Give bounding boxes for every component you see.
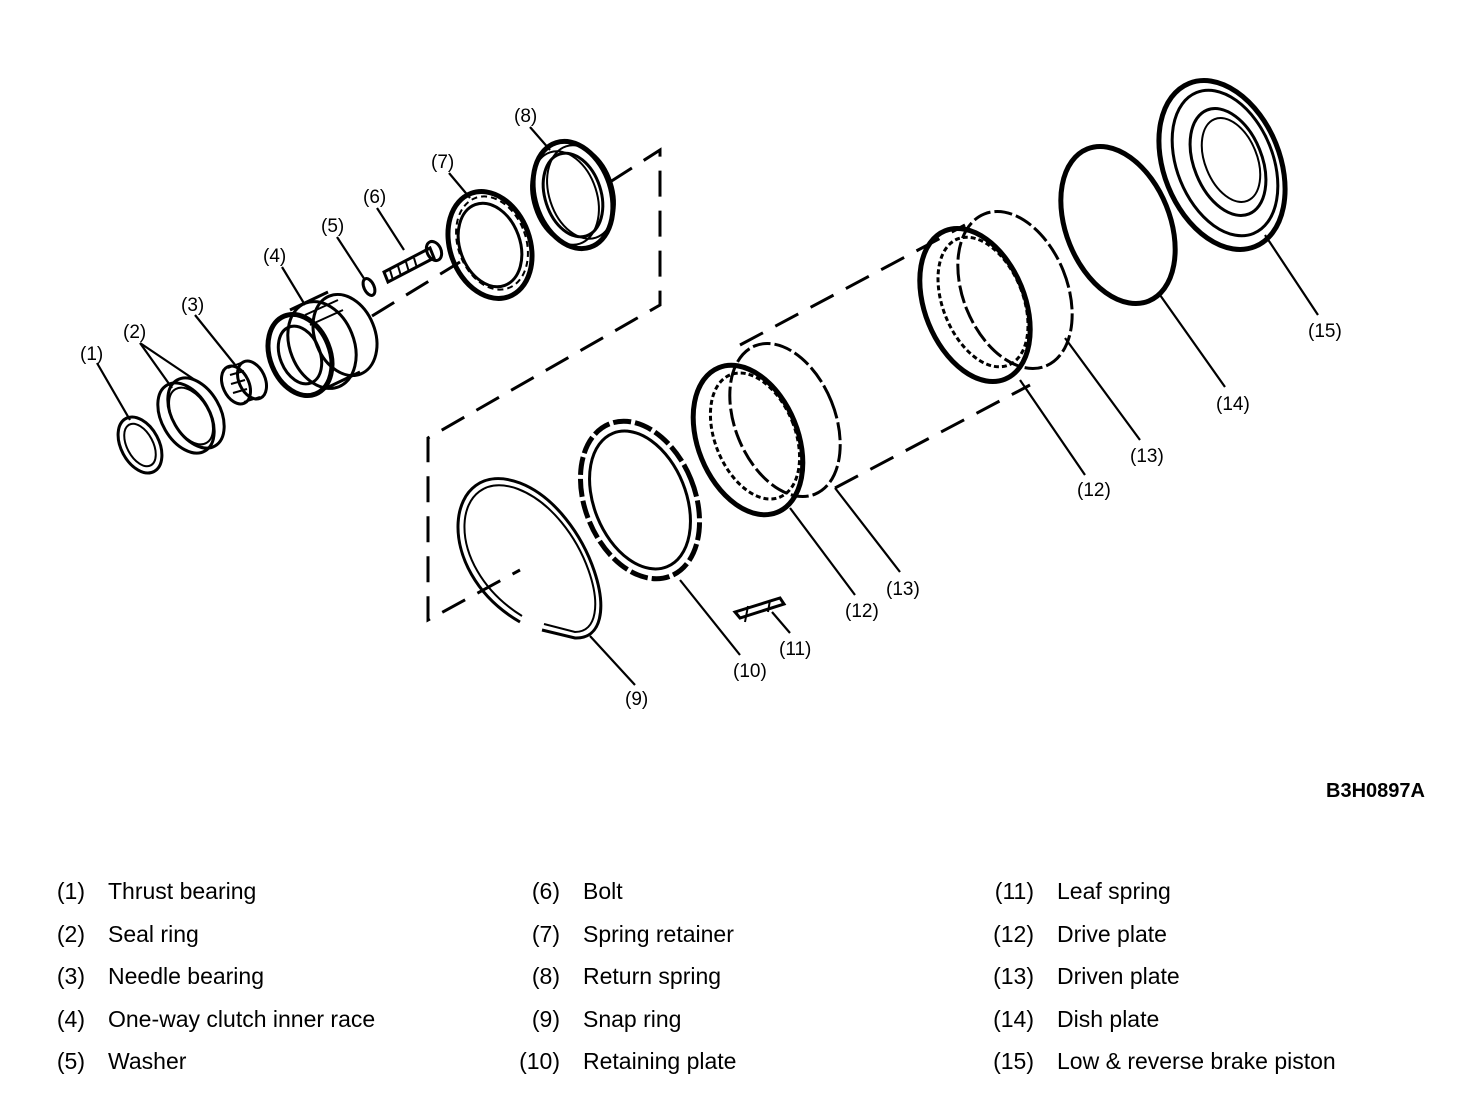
part-snap-ring — [456, 477, 603, 640]
legend-num: (10) — [519, 1048, 560, 1074]
legend-num: (9) — [531, 1005, 560, 1032]
legend-num: (13) — [993, 963, 1034, 989]
part-driven-plate-upper — [956, 210, 1074, 370]
part-dish-plate — [1058, 144, 1178, 306]
legend-num: (1) — [56, 878, 85, 904]
part-retaining-plate — [577, 418, 703, 582]
part-spring-retainer — [445, 189, 535, 301]
callout-8: (8) — [514, 106, 537, 127]
callout-13-upper: (13) — [1130, 446, 1164, 467]
legend-item: (12) Drive plate — [950, 919, 1450, 962]
legend-label: Dish plate — [1057, 1005, 1160, 1032]
callout-10: (10) — [733, 661, 767, 682]
callout-12-lower: (12) — [845, 601, 879, 622]
callout-3: (3) — [181, 295, 204, 316]
legend-column-1: (1) Thrust bearing (2) Seal ring (3) Needle… — [0, 876, 480, 1089]
legend-label: Thrust bearing — [108, 878, 257, 904]
legend-item: (1) Thrust bearing — [0, 876, 480, 919]
legend-num: (12) — [993, 920, 1034, 947]
callout-labels: (1) (2) (3) (4) (5) (6) (7) (8) (9) (10)… — [80, 106, 1342, 710]
legend-label: Seal ring — [108, 920, 199, 947]
callout-5: (5) — [321, 216, 344, 237]
callout-11: (11) — [779, 639, 811, 660]
legend-item: (3) Needle bearing — [0, 961, 480, 1004]
legend-item: (10) Retaining plate — [480, 1046, 950, 1089]
legend-num: (15) — [993, 1048, 1034, 1074]
figure-code: B3H0897A — [1326, 780, 1425, 802]
legend-label: Driven plate — [1057, 963, 1180, 989]
part-one-way-clutch-inner-race — [265, 290, 379, 399]
legend-label: Low & reverse brake piston — [1057, 1048, 1336, 1074]
legend-label: Snap ring — [583, 1005, 682, 1032]
legend-item: (11) Leaf spring — [950, 876, 1450, 919]
callout-15: (15) — [1308, 321, 1342, 342]
legend-item: (9) Snap ring — [480, 1004, 950, 1047]
legend-label: Spring retainer — [583, 920, 734, 947]
assembly-dashed-lines — [371, 147, 1031, 623]
part-seal-ring — [156, 376, 226, 455]
part-washer — [361, 277, 377, 297]
callout-12-upper: (12) — [1077, 480, 1111, 501]
callout-6: (6) — [363, 187, 386, 208]
legend-num: (2) — [56, 920, 85, 947]
parts-legend: (1) Thrust bearing (2) Seal ring (3) Needle… — [0, 876, 1472, 1091]
callout-9: (9) — [625, 689, 648, 710]
callout-2: (2) — [123, 322, 146, 343]
legend-label: Needle bearing — [108, 963, 265, 989]
legend-label: Retaining plate — [583, 1048, 737, 1074]
legend-item: (5) Washer — [0, 1046, 480, 1089]
legend-num: (6) — [531, 878, 560, 904]
legend-item: (8) Return spring — [480, 961, 950, 1004]
part-thrust-bearing — [116, 415, 164, 475]
part-return-spring — [530, 138, 616, 252]
legend-label: Leaf spring — [1057, 878, 1171, 904]
callout-7: (7) — [431, 152, 454, 173]
legend-num: (11) — [994, 878, 1034, 904]
legend-column-2: (6) Bolt (7) Spring retainer (8) Return spr… — [480, 876, 950, 1089]
part-needle-bearing — [219, 359, 269, 406]
legend-item: (7) Spring retainer — [480, 919, 950, 962]
callout-13-lower: (13) — [886, 579, 920, 600]
legend-item: (4) One-way clutch inner race — [0, 1004, 480, 1047]
part-bolt — [382, 239, 444, 285]
callout-14: (14) — [1216, 394, 1250, 415]
legend-num: (7) — [531, 920, 560, 947]
legend-label: Washer — [108, 1048, 187, 1074]
legend-num: (5) — [56, 1048, 85, 1074]
legend-item: (14) Dish plate — [950, 1004, 1450, 1047]
legend-item: (13) Driven plate — [950, 961, 1450, 1004]
legend-column-3: (11) Leaf spring (12) Drive plate (13) Driv… — [950, 876, 1450, 1089]
leader-lines — [96, 126, 1319, 686]
part-brake-piston — [1156, 78, 1288, 252]
part-leaf-spring — [732, 596, 787, 623]
part-drive-plate-upper — [917, 225, 1033, 385]
part-driven-plate-lower — [728, 341, 842, 499]
exploded-view-diagram: (1) (2) (3) (4) (5) (6) (7) (8) (9) (10)… — [80, 78, 1342, 710]
legend-item: (6) Bolt — [480, 876, 950, 919]
legend-item: (15) Low & reverse brake piston — [950, 1046, 1450, 1089]
callout-4: (4) — [263, 246, 286, 267]
legend-num: (8) — [531, 963, 560, 989]
legend-label: Drive plate — [1057, 920, 1167, 947]
legend-num: (14) — [993, 1005, 1034, 1032]
legend-item: (2) Seal ring — [0, 919, 480, 962]
part-drive-plate-lower — [690, 362, 806, 518]
legend-label: One-way clutch inner race — [108, 1005, 376, 1032]
legend-label: Bolt — [583, 878, 623, 904]
legend-label: Return spring — [583, 963, 722, 989]
legend-num: (3) — [56, 963, 85, 989]
legend-num: (4) — [56, 1005, 85, 1032]
callout-1: (1) — [80, 344, 103, 365]
